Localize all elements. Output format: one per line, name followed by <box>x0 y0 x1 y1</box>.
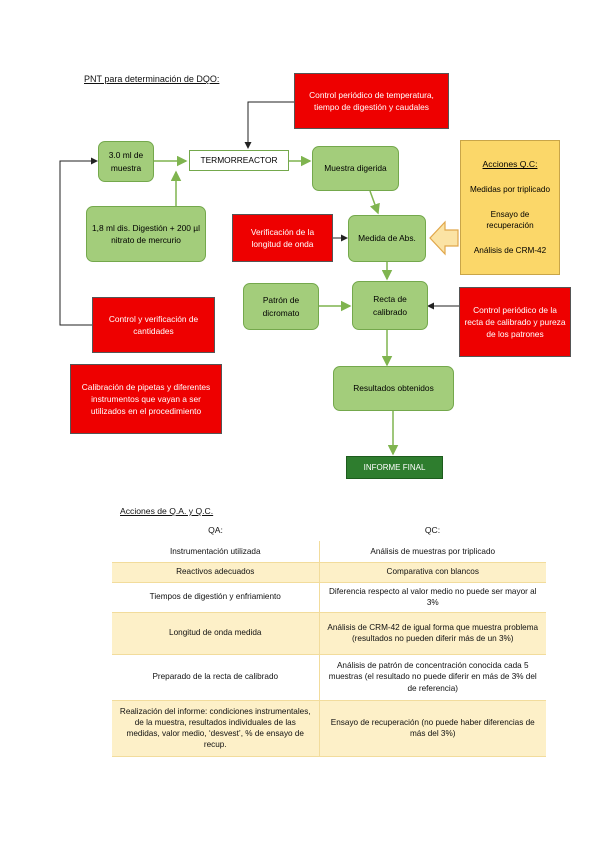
table-row: Reactivos adecuados Comparativa con blan… <box>112 562 546 583</box>
acciones-qc-title: Acciones Q.C: <box>482 159 538 170</box>
hollow-arrow-qc <box>429 220 459 256</box>
qa-cell: Tiempos de digestión y enfriamiento <box>112 582 320 613</box>
acciones-qc-box: Acciones Q.C: Medidas por triplicado Ens… <box>460 140 560 275</box>
table-row: Tiempos de digestión y enfriamiento Dife… <box>112 582 546 613</box>
qc-cell: Análisis de CRM-42 de igual forma que mu… <box>319 612 546 655</box>
control-temperatura-box: Control periódico de temperatura, tiempo… <box>294 73 449 129</box>
patron-dicromato-box: Patrón de dicromato <box>243 283 319 330</box>
qc-cell: Comparativa con blancos <box>319 562 546 583</box>
table-row: Preparado de la recta de calibrado Análi… <box>112 654 546 701</box>
acciones-qc-item: Ensayo de recuperación <box>486 209 534 231</box>
medida-abs-box: Medida de Abs. <box>348 215 426 262</box>
header-qc: QC: <box>424 525 441 536</box>
table-row: Instrumentación utilizada Análisis de mu… <box>112 541 546 563</box>
qa-cell: Instrumentación utilizada <box>112 541 320 563</box>
table-row: Realización del informe: condiciones ins… <box>112 700 546 757</box>
informe-final-box: INFORME FINAL <box>346 456 443 479</box>
control-cantidades-box: Control y verificación de cantidades <box>92 297 215 353</box>
qa-cell: Realización del informe: condiciones ins… <box>112 700 320 757</box>
qa-qc-table: QA: QC: Instrumentación utilizada Anális… <box>112 521 546 757</box>
acciones-qc-item: Medidas por triplicado <box>469 184 551 194</box>
page-heading: PNT para determinación de DQO: <box>84 74 220 84</box>
qa-cell: Longitud de onda medida <box>112 612 320 655</box>
termorreactor-box: TERMORREACTOR <box>189 150 289 171</box>
table-title: Acciones de Q.A. y Q.C. <box>120 506 214 516</box>
table-header-row: QA: QC: <box>112 521 546 541</box>
resultados-box: Resultados obtenidos <box>333 366 454 411</box>
calibracion-pipetas-box: Calibración de pipetas y diferentes inst… <box>70 364 222 434</box>
muestra-digerida-box: Muestra digerida <box>312 146 399 191</box>
verificacion-onda-box: Verificación de la longitud de onda <box>232 214 333 262</box>
qa-cell: Preparado de la recta de calibrado <box>112 654 320 701</box>
qc-cell: Diferencia respecto al valor medio no pu… <box>319 582 546 613</box>
arrow-controlcantidades-muestra <box>59 157 98 326</box>
qc-cell: Análisis de muestras por triplicado <box>319 541 546 563</box>
qc-cell: Análisis de patrón de concentración cono… <box>319 654 546 701</box>
muestra-volumen-box: 3.0 ml de muestra <box>98 141 154 182</box>
arrow-digerida-medida <box>369 190 380 215</box>
header-qa: QA: <box>208 525 223 536</box>
digestion-box: 1,8 ml dis. Digestión + 200 µl nitrato d… <box>86 206 206 262</box>
control-recta-box: Control periódico de la recta de calibra… <box>459 287 571 357</box>
table-row: Longitud de onda medida Análisis de CRM-… <box>112 612 546 655</box>
qc-cell: Ensayo de recuperación (no puede haber d… <box>319 700 546 757</box>
recta-calibrado-box: Recta de calibrado <box>352 281 428 330</box>
acciones-qc-item: Análisis de CRM-42 <box>473 246 547 256</box>
qa-cell: Reactivos adecuados <box>112 562 320 583</box>
arrow-controltemp-termo <box>244 101 294 149</box>
